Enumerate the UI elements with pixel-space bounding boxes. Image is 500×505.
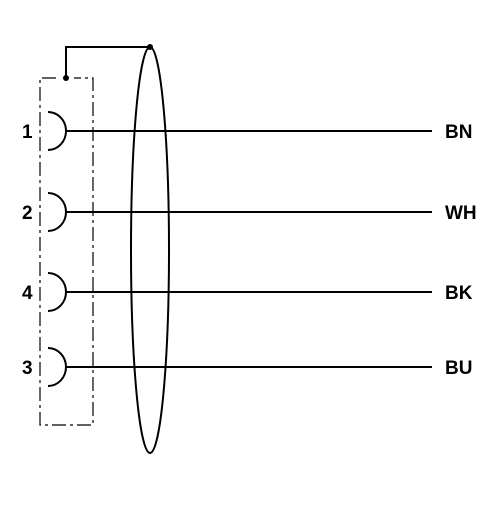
- wire-color-label: WH: [445, 203, 477, 224]
- shield-drain-wire: [65, 46, 150, 78]
- pin-row-2: 2 WH: [22, 192, 477, 232]
- socket-contact-icon: [47, 192, 67, 232]
- wire-color-label: BU: [445, 358, 472, 379]
- pin-row-4: 4 BK: [22, 272, 473, 312]
- pin-row-1: 1 BN: [22, 111, 472, 151]
- pin-row-3: 3 BU: [22, 347, 472, 387]
- pin-number-label: 1: [22, 122, 33, 143]
- cable-shield-ellipse: [130, 46, 170, 454]
- pin-number-label: 3: [22, 358, 33, 379]
- connector-housing-outline: [39, 77, 94, 426]
- socket-contact-icon: [47, 111, 67, 151]
- drain-junction-dot-housing: [63, 75, 69, 81]
- wire-color-label: BN: [445, 122, 472, 143]
- socket-contact-icon: [47, 347, 67, 387]
- wire-color-label: BK: [445, 283, 473, 304]
- pin-number-label: 2: [22, 203, 33, 224]
- socket-contact-icon: [47, 272, 67, 312]
- pin-number-label: 4: [22, 283, 33, 304]
